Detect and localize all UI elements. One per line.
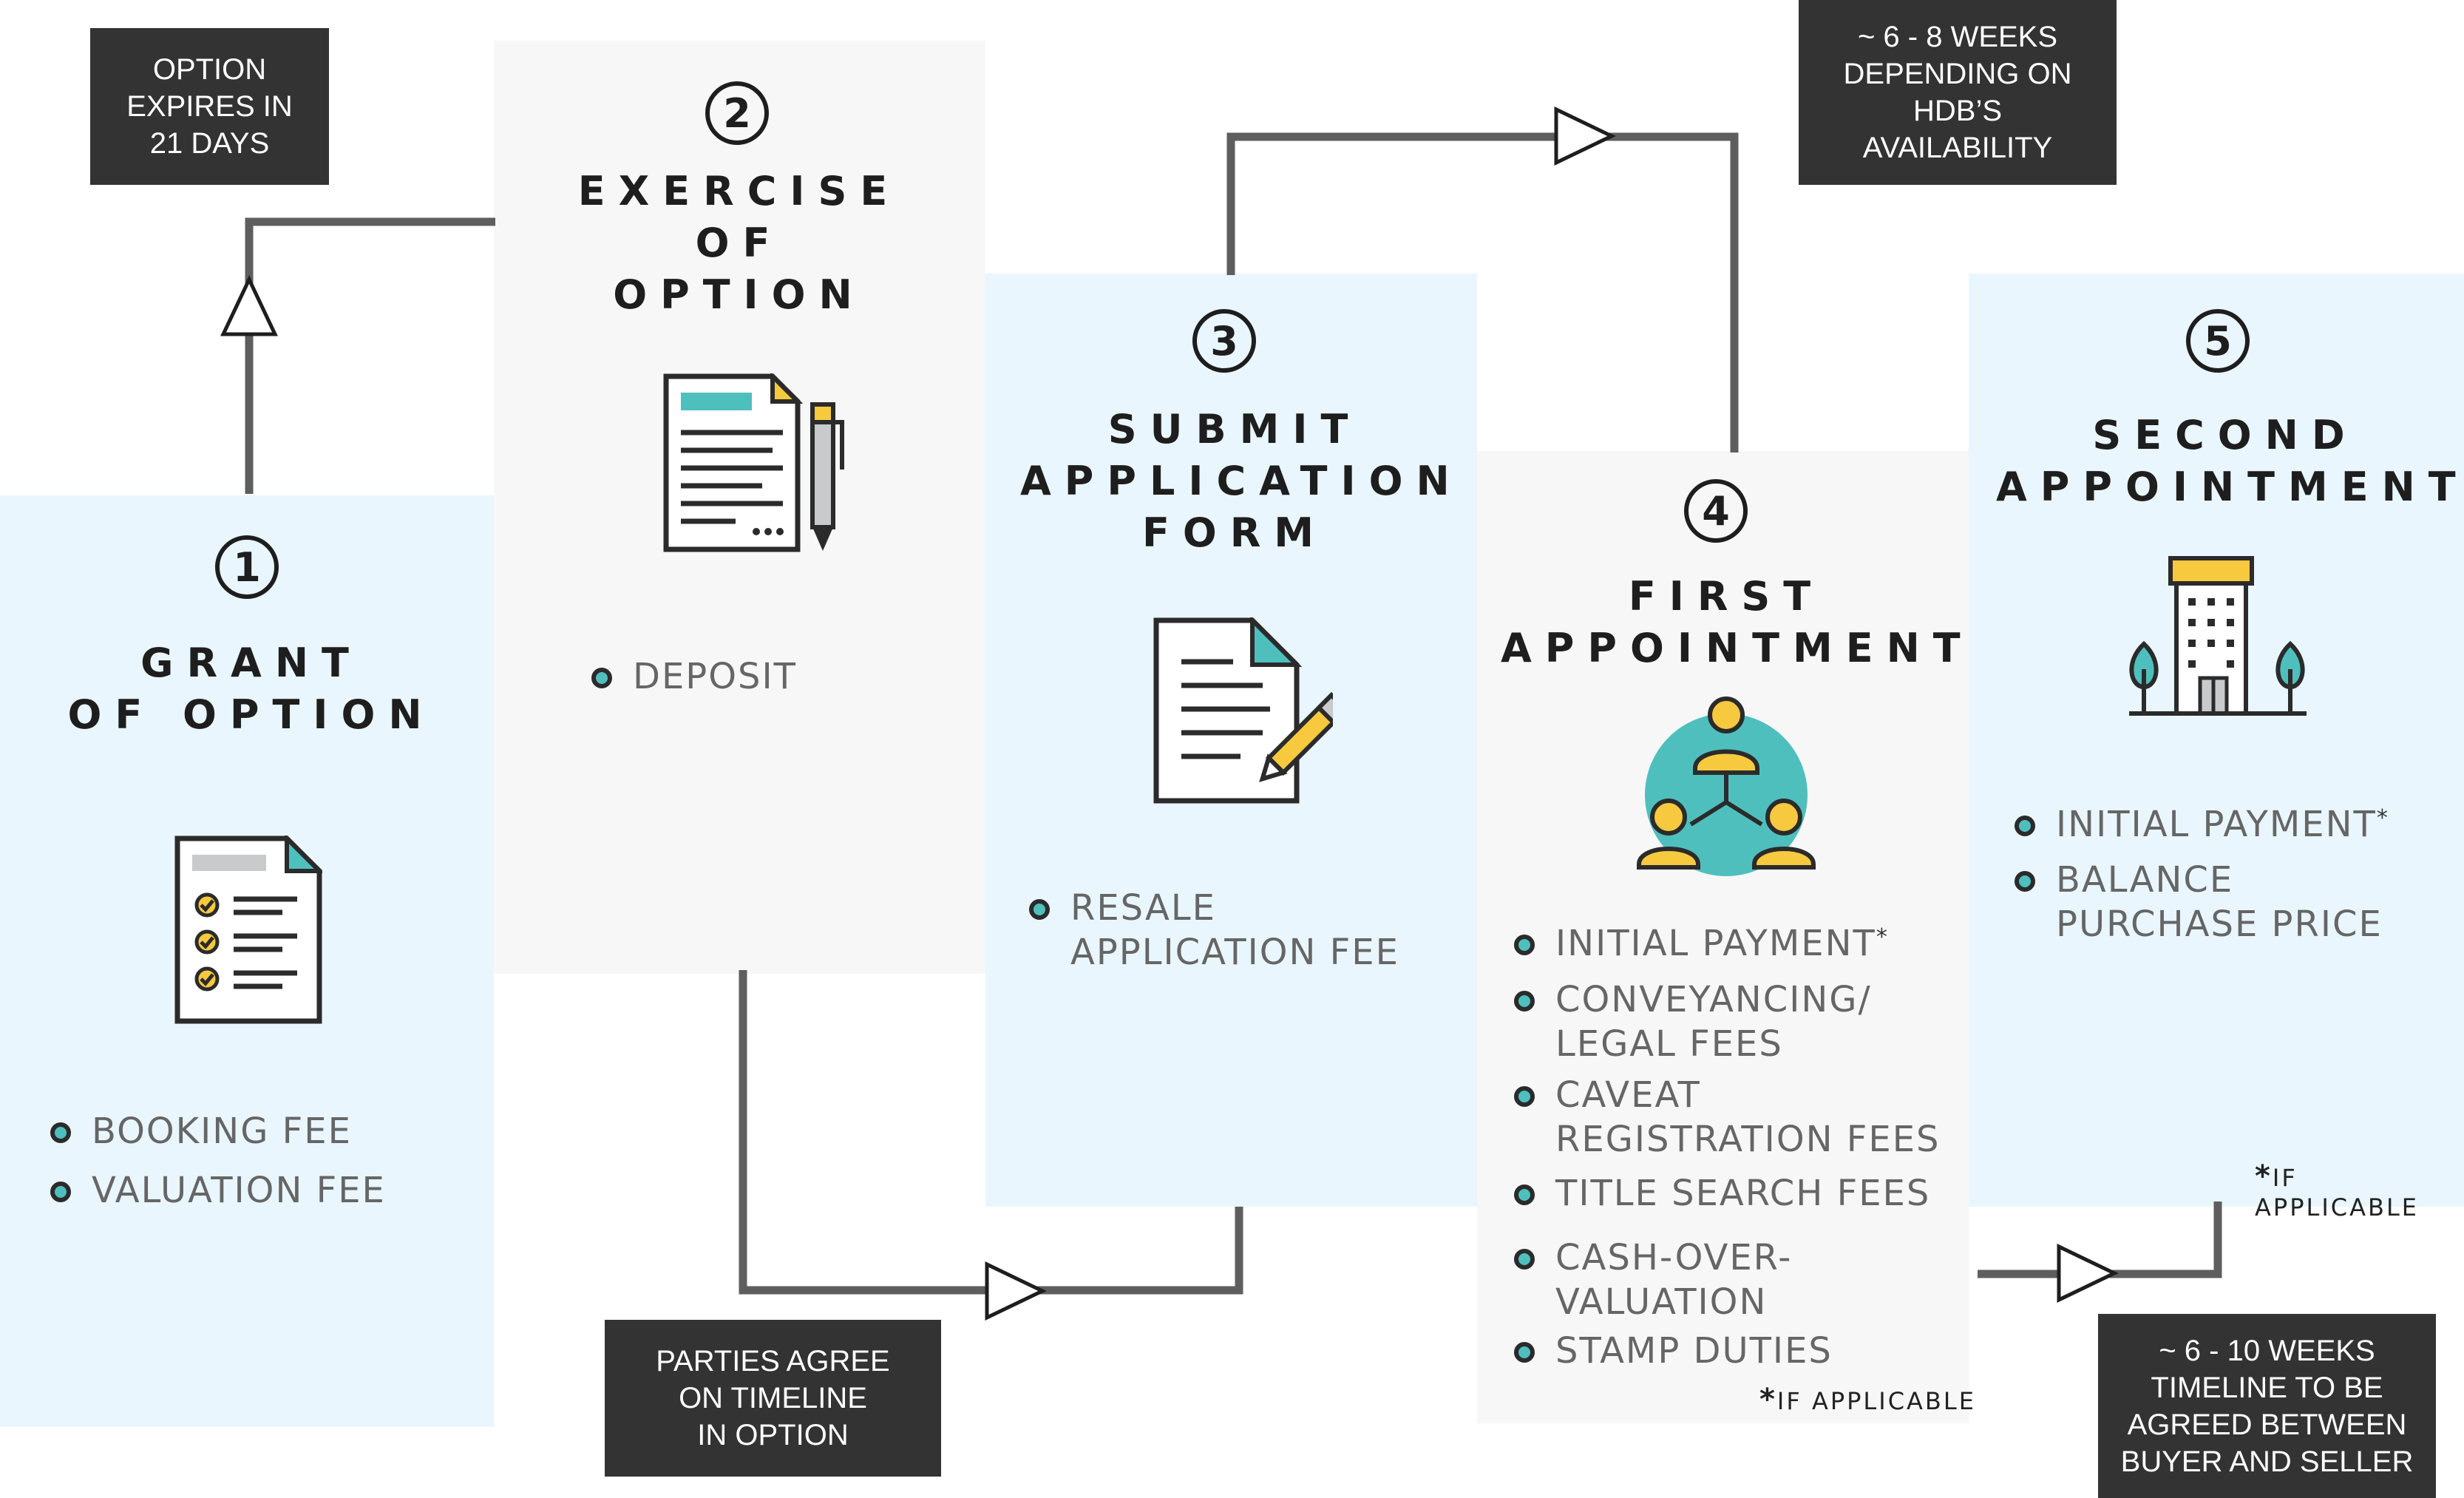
step-2-bullet: DEPOSIT <box>591 654 797 699</box>
step-3-bullet: RESALE APPLICATION FEE <box>1029 886 1399 975</box>
bullet-dot-icon <box>1514 991 1535 1011</box>
step-4-bullet: STAMP DUTIES <box>1514 1329 1833 1373</box>
step-2-number: 2 <box>705 81 769 145</box>
step-5-number: 5 <box>2186 309 2250 373</box>
bullet-dot-icon <box>1514 1342 1535 1363</box>
step-4-bullet: CASH-OVER- VALUATION <box>1514 1236 1792 1324</box>
bullet-dot-icon <box>1514 1086 1535 1107</box>
step-1-bullet: VALUATION FEE <box>50 1168 386 1213</box>
step-3-title: SUBMIT APPLICATION FORM <box>1020 406 1463 556</box>
connector-2-to-3 <box>739 970 1243 1295</box>
contract-pen-icon <box>663 373 844 552</box>
step-4-number: 4 <box>1684 479 1748 543</box>
step-3-number: 3 <box>1192 309 1256 373</box>
step-5-panel <box>1969 274 2464 1207</box>
step-4-bullet: TITLE SEARCH FEES <box>1514 1171 1930 1216</box>
note-parties-agree: PARTIES AGREE ON TIMELINE IN OPTION <box>605 1320 941 1477</box>
step-1-title: GRANT OF OPTION <box>67 640 435 738</box>
asterisk: * <box>1876 924 1889 950</box>
step-5-title: SECOND APPOINTMENT <box>1996 412 2464 510</box>
bullet-dot-icon <box>1029 899 1050 920</box>
arrow-right-icon <box>2057 1244 2119 1303</box>
note-hdb-weeks: ~ 6 - 8 WEEKS DEPENDING ON HDB’S AVAILAB… <box>1799 0 2117 185</box>
office-building-icon <box>2129 556 2307 716</box>
people-network-icon <box>1637 697 1816 876</box>
connector-1-to-2 <box>245 217 495 494</box>
form-pencil-icon <box>1153 617 1333 804</box>
step-1-bullet: BOOKING FEE <box>50 1109 352 1153</box>
step-4-bullet: CONVEYANCING/ LEGAL FEES <box>1514 977 1872 1066</box>
bullet-dot-icon <box>50 1182 71 1202</box>
step-2-title: EXERCISE OF OPTION <box>577 168 901 318</box>
asterisk: * <box>2376 805 2389 831</box>
bullet-dot-icon <box>2015 871 2035 892</box>
step-5-bullet: BALANCE PURCHASE PRICE <box>2015 858 2383 946</box>
step-1-number: 1 <box>215 535 279 599</box>
arrow-right-icon <box>985 1261 1047 1321</box>
bullet-dot-icon <box>50 1122 71 1143</box>
step-4-footnote: *IF APPLICABLE <box>1759 1383 1976 1417</box>
bullet-dot-icon <box>1514 1249 1535 1270</box>
step-5-footnote: *IF APPLICABLE <box>2255 1159 2419 1221</box>
step-5-bullet: INITIAL PAYMENT* <box>2015 802 2389 847</box>
step-4-bullet: CAVEAT REGISTRATION FEES <box>1514 1073 1941 1162</box>
arrow-right-icon <box>1554 106 1616 166</box>
connector-3-to-4 <box>1226 132 1739 453</box>
bullet-dot-icon <box>591 668 612 688</box>
note-option-expires: OPTION EXPIRES IN 21 DAYS <box>90 28 329 185</box>
step-4-bullet: INITIAL PAYMENT* <box>1514 921 1889 966</box>
arrow-up-icon <box>220 275 278 336</box>
bullet-dot-icon <box>1514 935 1535 955</box>
checklist-document-icon <box>174 836 322 1024</box>
step-4-title: FIRST APPOINTMENT <box>1501 573 1974 671</box>
bullet-dot-icon <box>1514 1184 1535 1205</box>
connector-4-to-5 <box>1978 1202 2222 1278</box>
bullet-dot-icon <box>2015 816 2035 836</box>
step-4-panel <box>1477 451 1969 1423</box>
note-final-weeks: ~ 6 - 10 WEEKS TIMELINE TO BE AGREED BET… <box>2098 1314 2436 1498</box>
